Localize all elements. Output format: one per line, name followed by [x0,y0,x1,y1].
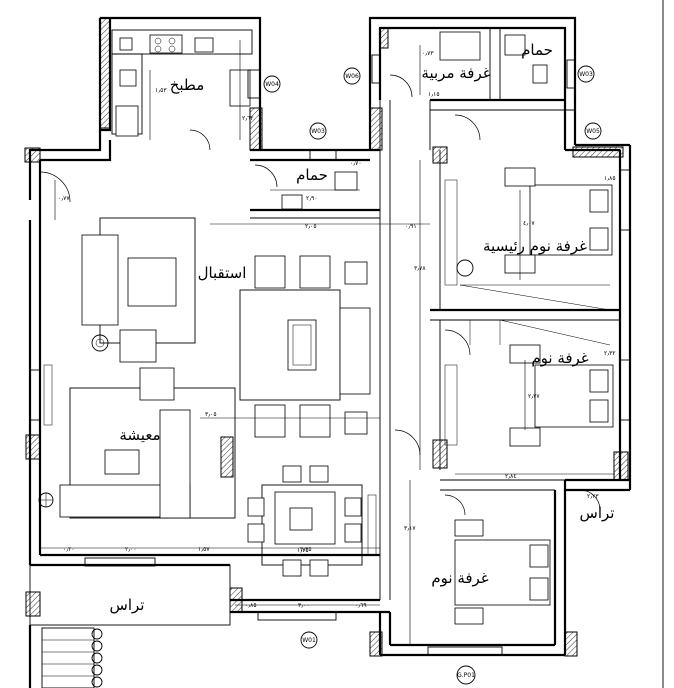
windows [29,54,631,656]
bathroom-fixtures [281,31,548,210]
reception-furniture [81,217,371,438]
bed-2 [454,519,551,625]
dimension-lines [40,40,615,645]
interior-partitions [429,28,620,491]
living-furniture [38,364,236,519]
dining-set [247,465,377,577]
stairs [41,627,103,688]
kitchen-fixtures [111,29,253,137]
master-bed [456,167,613,277]
bed-1 [509,344,614,447]
columns [24,17,629,657]
door-swings [39,74,601,516]
window-tags [263,65,602,685]
